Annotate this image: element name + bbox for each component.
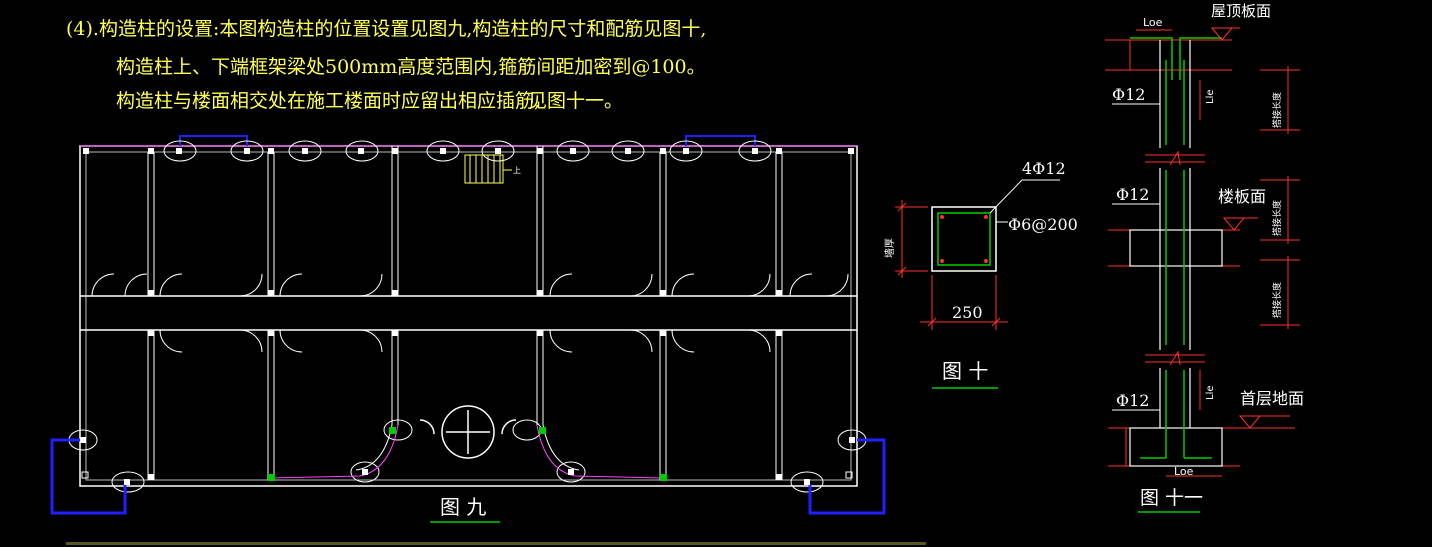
fig10-side-label: 墙厚 — [883, 238, 896, 258]
fig11-rebar-top: Φ12 — [1112, 85, 1145, 104]
fig11-lap-label-3: 搭接长度 — [1271, 282, 1283, 318]
revolving-door-icon — [419, 405, 517, 459]
fig10-width-label: 250 — [952, 303, 983, 322]
figure-11-elevation-detail: 搭接长度 搭接长度 搭接长度 屋顶板面 楼板面 首层地面 Φ12 Φ12 Φ12… — [1105, 2, 1304, 513]
figure-9-caption: 图 九 — [440, 495, 486, 519]
fig11-ground-label: 首层地面 — [1240, 389, 1304, 408]
fig11-lap-label-2: 搭接长度 — [1271, 200, 1283, 236]
fig11-lap-label-1: 搭接长度 — [1271, 92, 1283, 128]
fig11-rebar-mid: Φ12 — [1116, 185, 1149, 204]
fig11-loe-bot: Loe — [1174, 465, 1194, 478]
bottom-cutoff-text — [66, 542, 926, 545]
figure-11-caption: 图 十一 — [1140, 487, 1203, 509]
fig11-floor-label: 楼板面 — [1218, 187, 1266, 206]
figure-10-caption: 图 十 — [942, 359, 988, 383]
figure-9-floor-plan: 上 — [50, 135, 886, 523]
fig10-rebar-label: 4Φ12 — [1022, 159, 1066, 178]
note-line-1: (4).构造柱的设置:本图构造柱的位置设置见图九,构造柱的尺寸和配筋见图十, — [66, 18, 707, 40]
fig11-rebar-bot: Φ12 — [1116, 391, 1149, 410]
figure-10-column-section: 4Φ12 Φ6@200 250 墙厚 图 十 — [883, 159, 1078, 389]
stair-up-label: 上 — [513, 166, 521, 175]
fig11-roof-label: 屋顶板面 — [1211, 2, 1271, 20]
fig11-le-top: Lle — [1205, 89, 1216, 104]
fig10-stirrup-label: Φ6@200 — [1008, 215, 1078, 234]
fig11-loe-top: Loe — [1143, 16, 1163, 29]
note-line-3-ref: 见图十一。 — [528, 90, 624, 112]
note-line-2: 构造柱上、下端框架梁处500mm高度范围内,箍筋间距加密到@100。 — [116, 56, 706, 78]
note-line-3: 构造柱与楼面相交处在施工楼面时应留出相应插筋, — [116, 90, 541, 112]
fig11-le-bot: Lle — [1205, 385, 1216, 400]
